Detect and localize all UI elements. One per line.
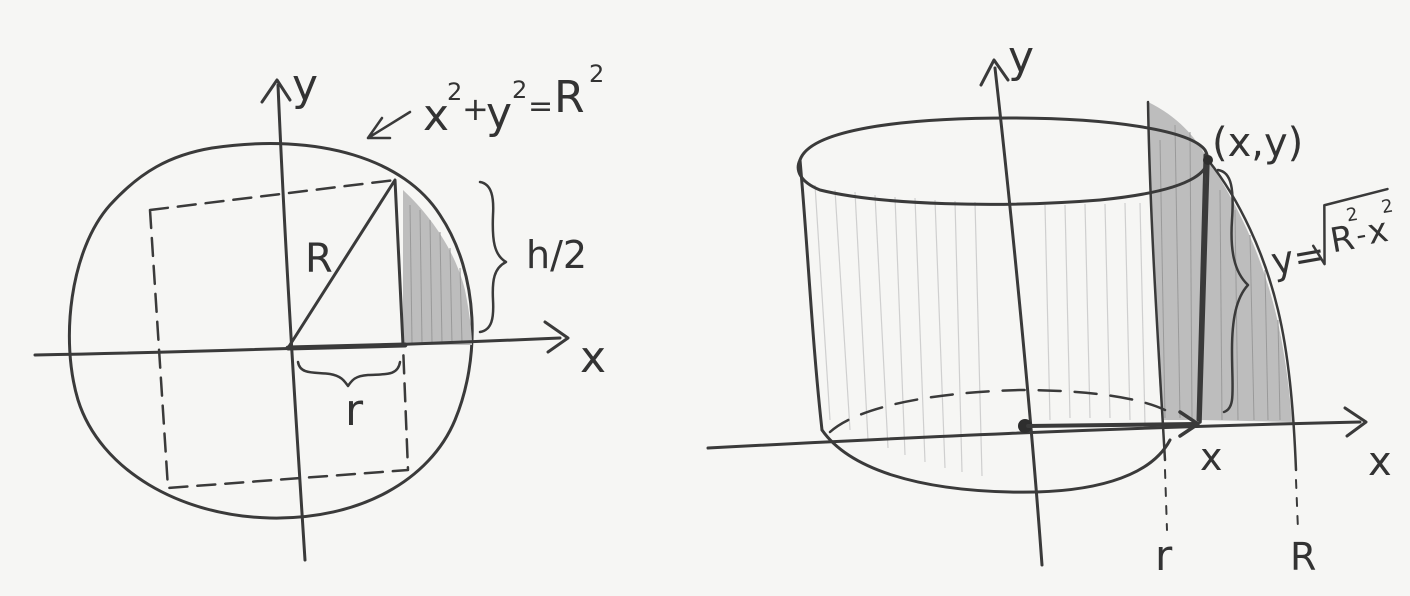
- R-projection-line: [1295, 479, 1299, 531]
- equation-y: y: [486, 88, 512, 139]
- r-projection-line: [1164, 469, 1168, 531]
- left-figure: y x x 2 + y 2 = R 2 R h/2 r: [33, 60, 606, 562]
- function-exp-1: 2: [1345, 204, 1360, 227]
- right-origin-dot: [1018, 419, 1032, 433]
- right-y-arrowhead: [979, 58, 1010, 87]
- point-xy-label: (x,y): [1212, 120, 1303, 166]
- equation-R: R: [554, 72, 585, 123]
- left-x-arrowhead: [543, 320, 570, 354]
- cylinder-hatching: [814, 184, 1146, 477]
- right-y-axis: [993, 66, 1044, 567]
- function-lhs: y=: [1268, 231, 1329, 284]
- cylinder-bottom-front: [820, 428, 1172, 494]
- left-circle-equation: x 2 + y 2 = R 2: [423, 60, 604, 141]
- left-y-arrowhead: [260, 78, 292, 104]
- left-y-axis-label: y: [292, 60, 318, 111]
- right-x-axis: [706, 420, 1362, 450]
- right-x-arrowhead: [1343, 406, 1368, 438]
- equation-plus: +: [462, 90, 489, 128]
- right-y-axis-label: y: [1008, 32, 1034, 83]
- left-dashed-rectangle: [148, 178, 410, 490]
- right-x-axis-label: x: [1368, 439, 1392, 485]
- left-y-axis: [276, 83, 307, 562]
- cylinder-left-side: [798, 158, 824, 432]
- equation-exp-3: 2: [589, 60, 604, 88]
- y-value-brace: [1216, 168, 1250, 414]
- equation-exp-2: 2: [512, 76, 527, 104]
- left-x-axis-label: x: [580, 332, 606, 383]
- function-label: y= R 2 - x 2: [1268, 187, 1395, 284]
- sqrt-symbol: [1311, 187, 1389, 266]
- left-equation-arrow: [366, 110, 412, 140]
- left-radius-triangle: [286, 178, 405, 350]
- x-distance-arrowhead: [1178, 410, 1200, 438]
- cylinder-right-side: [1196, 153, 1207, 422]
- x-distance-arrow: [1026, 422, 1198, 428]
- right-figure: y x (x,y) y= R 2 - x 2 x r R: [706, 32, 1395, 580]
- right-R-label: R: [1290, 535, 1316, 579]
- equation-equals: =: [528, 89, 553, 124]
- left-r-label: r: [345, 385, 364, 436]
- function-exp-2: 2: [1380, 196, 1395, 219]
- right-shaded-region: [1200, 160, 1292, 422]
- left-circle: [67, 142, 474, 520]
- left-r-segment: [285, 342, 408, 351]
- left-r-brace: [296, 360, 402, 388]
- right-r-label: r: [1155, 531, 1173, 580]
- equation-exp-1: 2: [447, 78, 462, 106]
- left-half-height-label: h/2: [526, 233, 587, 277]
- left-shade-texture: [409, 204, 463, 344]
- cylinder-bottom-back: [828, 388, 1167, 434]
- y-value-line: [1198, 158, 1210, 424]
- left-radius-label: R: [305, 236, 333, 282]
- equation-x: x: [423, 90, 449, 141]
- slab-left-edge: [1146, 100, 1167, 462]
- semicircle-curve: [1206, 158, 1298, 472]
- point-xy-dot: [1203, 155, 1213, 165]
- left-h2-brace: [478, 180, 508, 334]
- right-shaded-slab: [1148, 102, 1208, 420]
- x-distance-label: x: [1200, 435, 1223, 479]
